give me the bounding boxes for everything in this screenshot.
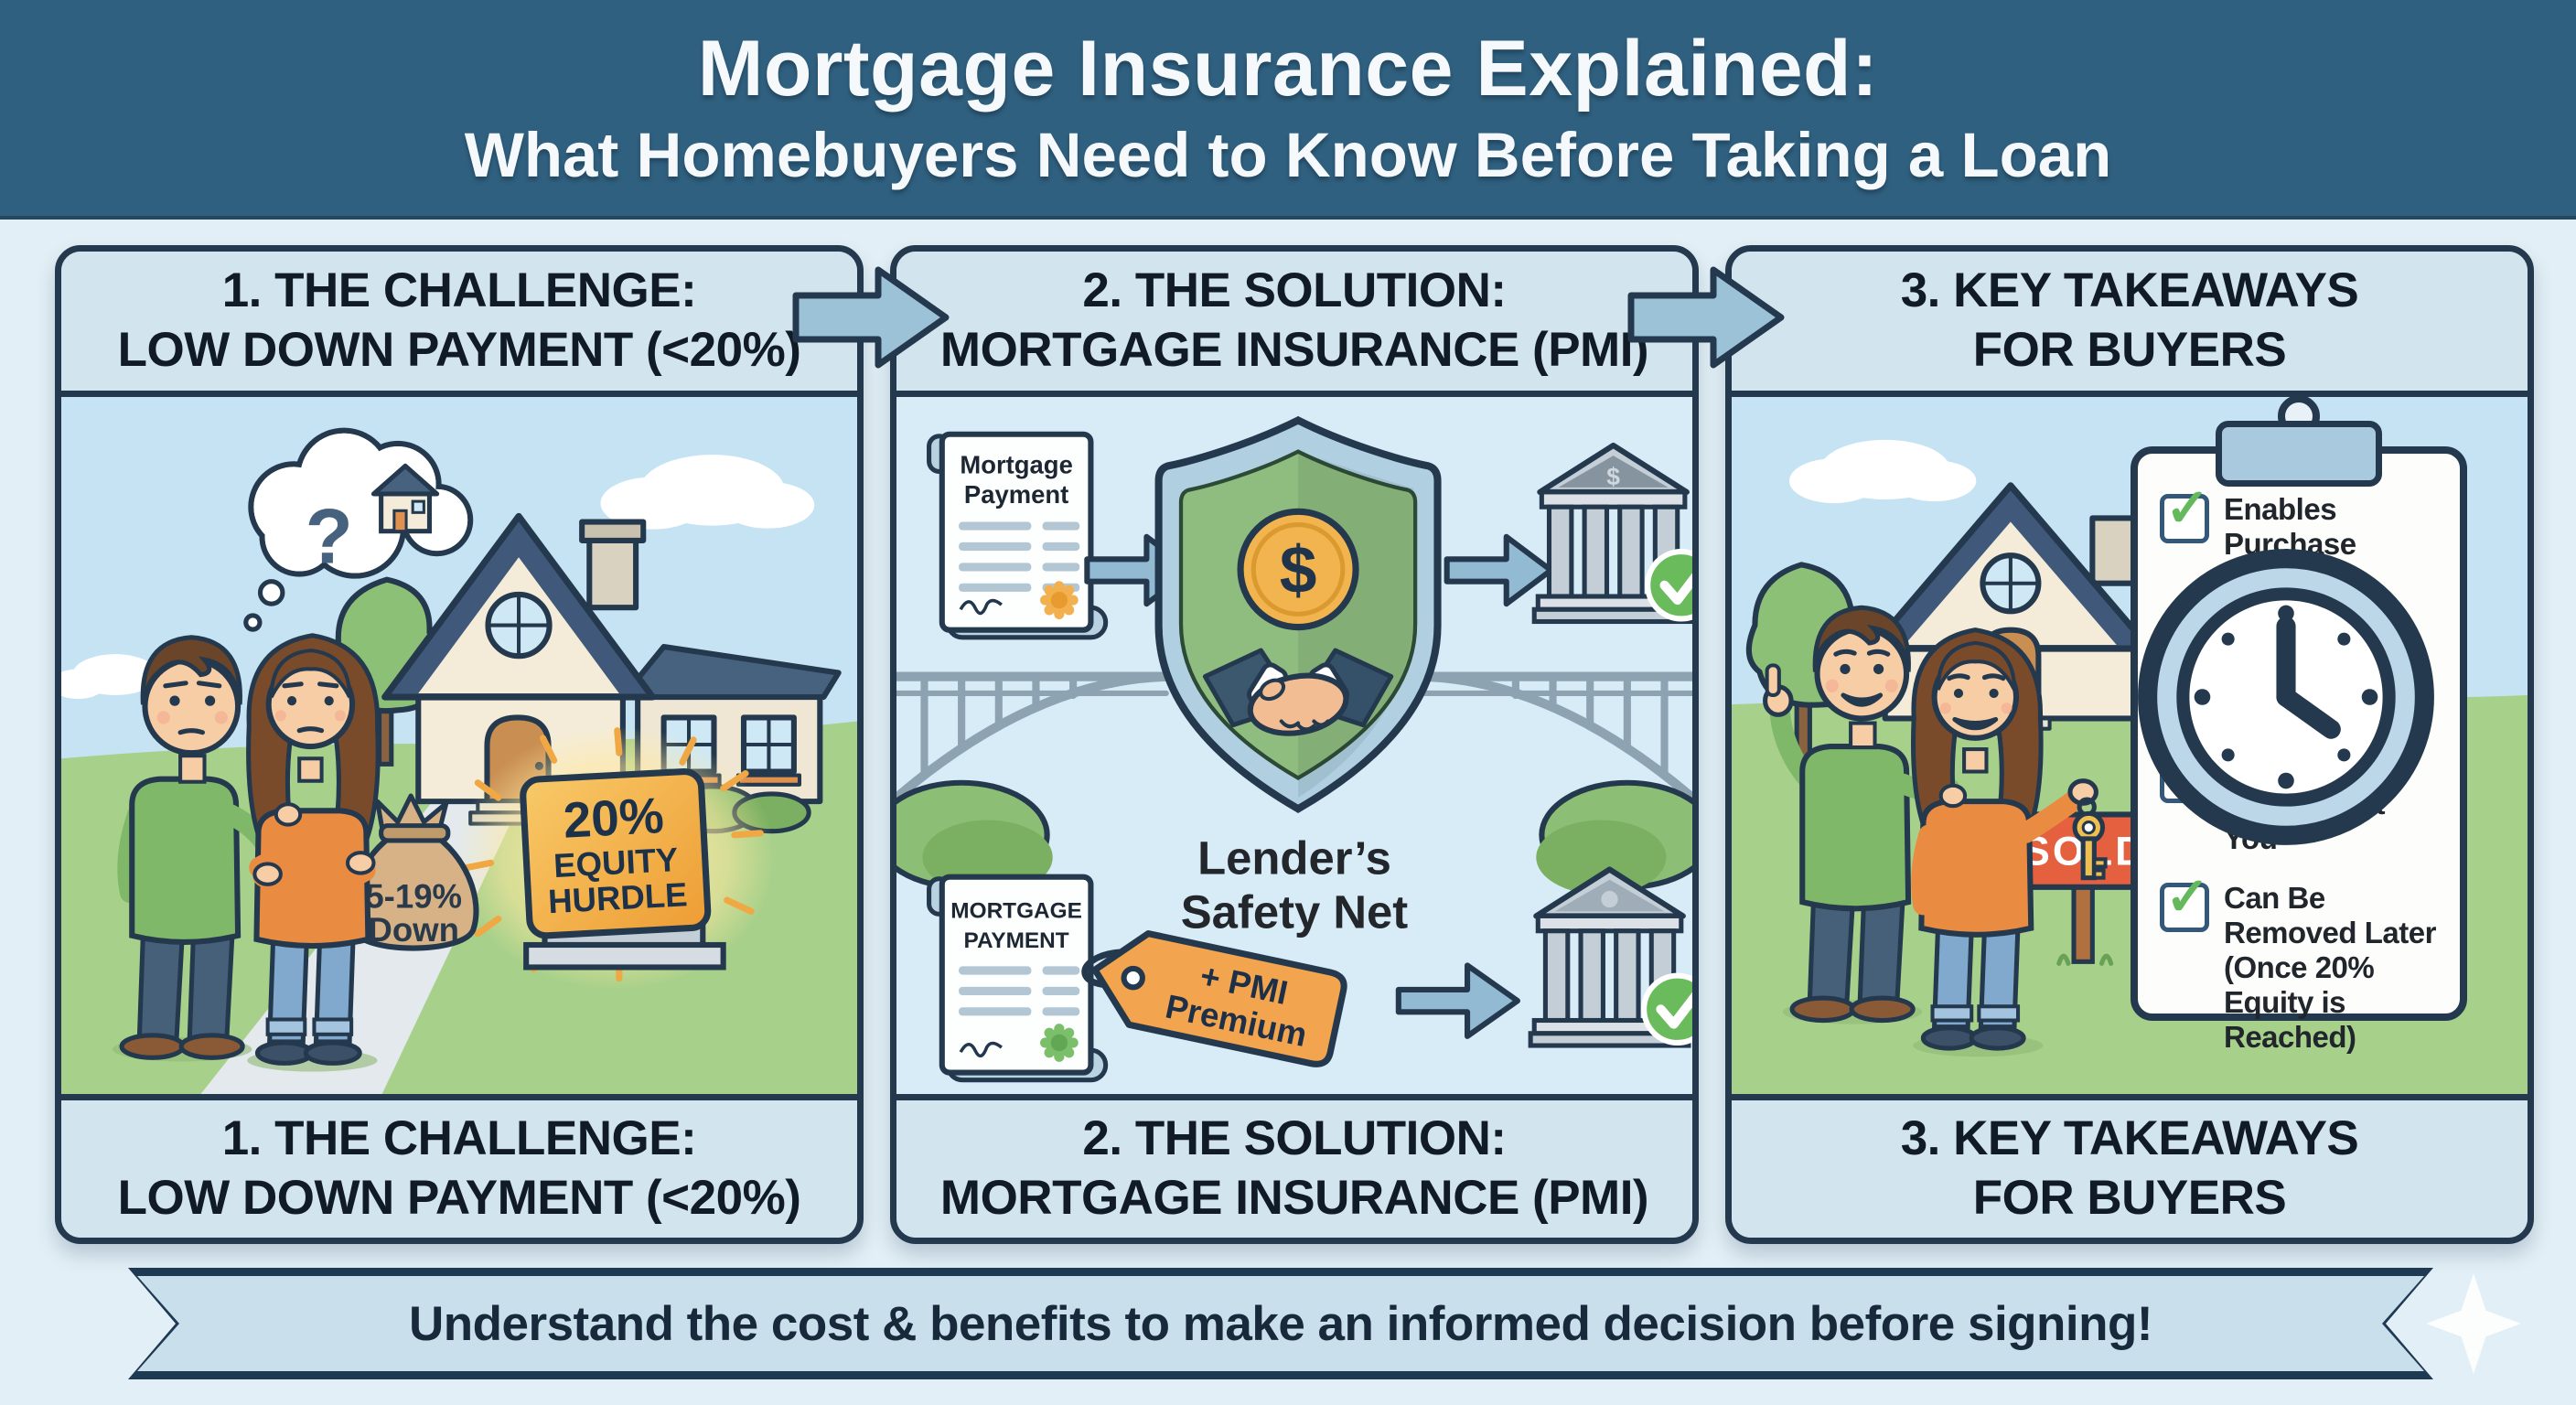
panel-takeaways-footer: 3. KEY TAKEAWAYS FOR BUYERS — [1732, 1094, 2528, 1238]
worried-woman — [246, 633, 381, 1072]
scroll2-title-2: PAYMENT — [964, 928, 1069, 953]
caption-line2: Safety Net — [1181, 886, 1409, 938]
grass-tufts — [2056, 953, 2114, 966]
panel-solution-header-line2: MORTGAGE INSURANCE (PMI) — [939, 323, 1649, 377]
cloud — [600, 455, 815, 530]
signature — [959, 1041, 1003, 1058]
solution-scene: Mortgage Payment — [896, 415, 1692, 1083]
document-lines — [959, 966, 1080, 1016]
clock-icon — [2138, 549, 2434, 845]
pmi-shield: $ — [1154, 415, 1442, 813]
bank-building-top: $ — [1531, 442, 1692, 625]
panel-takeaways-header-line2: FOR BUYERS — [1972, 323, 2287, 377]
mortgage-payment-pmi-scroll: MORTGAGE PAYMENT — [927, 874, 1109, 1083]
scroll-title-1: Mortgage — [960, 451, 1072, 479]
bottom-ribbon: Understand the cost & benefits to make a… — [128, 1268, 2433, 1379]
scroll2-title-1: MORTGAGE — [950, 898, 1082, 923]
sign-board — [520, 767, 712, 939]
arrow-tag-to-bank — [1395, 962, 1520, 1039]
question-mark-icon: ? — [306, 493, 353, 580]
mortgage-payment-scroll: Mortgage Payment — [927, 431, 1109, 640]
checkmark-icon: ✓ — [2165, 867, 2210, 928]
bag-label-2: Down — [368, 911, 459, 949]
panel-takeaways-header-line1: 3. KEY TAKEAWAYS — [1900, 263, 2359, 318]
panel-solution-header-line1: 2. THE SOLUTION: — [1082, 263, 1507, 318]
sparkle-icon — [2426, 1273, 2521, 1374]
panel-takeaways-header: 3. KEY TAKEAWAYS FOR BUYERS — [1732, 252, 2528, 397]
approved-check-icon — [1641, 972, 1692, 1046]
takeaways-clipboard: ✓ Enables Purchase Sooner ✓ Monthly Cost… — [2131, 395, 2467, 1054]
bank-dollar-symbol: $ — [1606, 463, 1620, 490]
bottom-ribbon-inner: Understand the cost & benefits to make a… — [137, 1276, 2424, 1371]
arrow-solution-to-takeaways-icon — [1627, 266, 1785, 369]
dream-house-icon — [370, 463, 440, 534]
bank-building-bottom — [1528, 866, 1692, 1048]
poster-title: Mortgage Insurance Explained: — [697, 24, 1879, 113]
panel-takeaways-footer-line1: 3. KEY TAKEAWAYS — [1900, 1111, 2359, 1166]
caption-line1: Lender’s — [1197, 832, 1391, 885]
happy-woman — [1910, 627, 2108, 1057]
dollar-coin: $ — [1237, 508, 1359, 631]
signature — [959, 598, 1003, 616]
panel-solution: 2. THE SOLUTION: MORTGAGE INSURANCE (PMI… — [890, 245, 1699, 1244]
checkbox-icon: ✓ — [2160, 482, 2210, 543]
handshake-icon — [1202, 648, 1394, 736]
bridge — [896, 671, 1692, 803]
panel-challenge-header-line1: 1. THE CHALLENGE: — [221, 263, 697, 318]
poster-subtitle: What Homebuyers Need to Know Before Taki… — [464, 119, 2112, 190]
panel-solution-header: 2. THE SOLUTION: MORTGAGE INSURANCE (PMI… — [896, 252, 1692, 397]
arrow-shield-to-bank — [1444, 533, 1554, 607]
challenge-scene: 20% EQUITY HURDLE 5-19% Down — [61, 397, 857, 1094]
checkmark-icon: ✓ — [2165, 478, 2210, 538]
sign-text-2: EQUITY — [553, 841, 679, 885]
green-seal — [1040, 1024, 1079, 1062]
document-lines — [959, 521, 1080, 592]
cloud — [1789, 439, 1977, 504]
panel-solution-footer-line2: MORTGAGE INSURANCE (PMI) — [939, 1171, 1649, 1225]
man-hand-on-shoulder — [274, 802, 303, 827]
pmi-premium-tag: + PMI Premium — [1081, 930, 1347, 1067]
worried-man — [112, 635, 343, 1062]
sign-text-1: 20% — [562, 787, 665, 849]
panel-solution-footer: 2. THE SOLUTION: MORTGAGE INSURANCE (PMI… — [896, 1094, 1692, 1238]
equity-hurdle-sign: 20% EQUITY HURDLE — [455, 725, 776, 991]
thought-bubble: ? — [243, 427, 474, 632]
happy-man — [1763, 605, 1960, 1024]
panel-takeaways: 3. KEY TAKEAWAYS FOR BUYERS — [1725, 245, 2534, 1244]
sign-text-3: HURDLE — [547, 875, 688, 920]
orange-seal — [1040, 581, 1079, 619]
panel-takeaways-illustration: SOLD — [1732, 395, 2528, 1094]
panel-takeaways-footer-line2: FOR BUYERS — [1972, 1171, 2287, 1225]
arrow-challenge-to-solution-icon — [792, 266, 950, 369]
house-key-icon — [2072, 797, 2108, 881]
round-window — [1980, 552, 2042, 615]
bag-label-1: 5-19% — [365, 877, 462, 915]
panel-challenge-illustration: 20% EQUITY HURDLE 5-19% Down — [61, 397, 857, 1094]
title-banner: Mortgage Insurance Explained: What Homeb… — [0, 0, 2576, 220]
checkbox-icon: ✓ — [2160, 871, 2210, 933]
panel-solution-illustration: Mortgage Payment — [896, 397, 1692, 1094]
panel-solution-footer-line1: 2. THE SOLUTION: — [1082, 1111, 1507, 1166]
dollar-symbol: $ — [1280, 532, 1317, 607]
scroll-title-2: Payment — [964, 480, 1068, 509]
round-window — [485, 591, 553, 660]
ribbon-message: Understand the cost & benefits to make a… — [408, 1296, 2153, 1351]
man-hand-on-shoulder — [1938, 783, 1968, 809]
clipboard-clip-icon — [2216, 421, 2382, 487]
pointing-finger — [1765, 663, 1781, 698]
sign-base-bottom — [523, 941, 726, 971]
panel-challenge-footer: 1. THE CHALLENGE: LOW DOWN PAYMENT (<20%… — [61, 1094, 857, 1238]
panel-challenge-header: 1. THE CHALLENGE: LOW DOWN PAYMENT (<20%… — [61, 252, 857, 397]
panel-challenge-footer-line2: LOW DOWN PAYMENT (<20%) — [117, 1171, 801, 1225]
approved-check-icon — [1645, 549, 1692, 622]
checklist-item: ✓ Can Be Removed Later (Once 20% Equity … — [2160, 871, 2443, 1055]
chimney — [579, 519, 647, 611]
cloud-small — [61, 654, 158, 700]
panel-challenge: 1. THE CHALLENGE: LOW DOWN PAYMENT (<20%… — [55, 245, 864, 1244]
panel-challenge-header-line2: LOW DOWN PAYMENT (<20%) — [117, 323, 801, 377]
checklist-item-text: Can Be Removed Later (Once 20% Equity is… — [2224, 881, 2436, 1055]
panel-challenge-footer-line1: 1. THE CHALLENGE: — [221, 1111, 697, 1166]
